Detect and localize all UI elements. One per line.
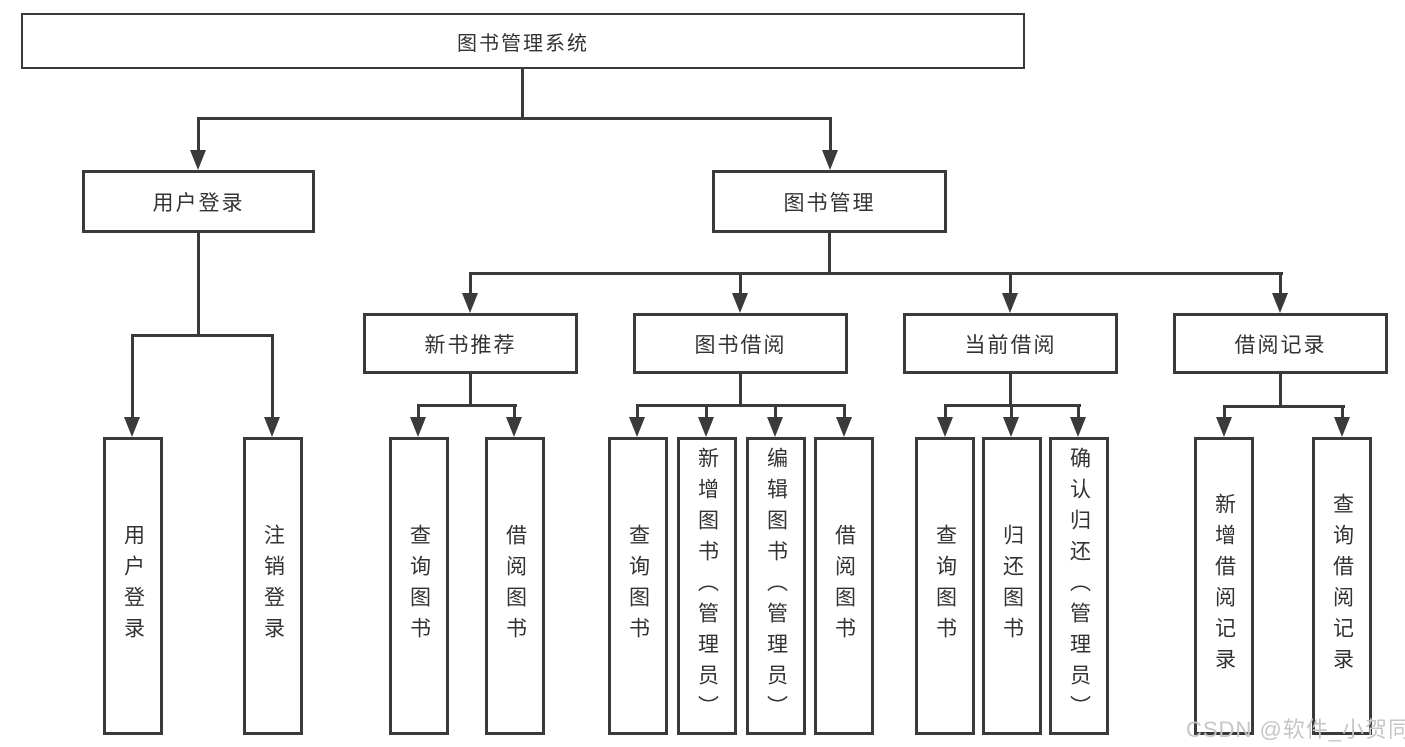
node-label: 图书管理系统 bbox=[457, 32, 589, 55]
connector-line bbox=[1009, 272, 1012, 296]
connector-line bbox=[636, 404, 846, 407]
connector-line bbox=[1279, 272, 1282, 296]
csdn-watermark: CSDN @软件_小贺同学 bbox=[1186, 717, 1405, 742]
node-label: 查询图书 bbox=[407, 524, 431, 648]
connector-line bbox=[739, 272, 742, 296]
node-borrow-records: 借阅记录 bbox=[1173, 313, 1388, 374]
connector-line bbox=[1341, 405, 1344, 420]
arrow-down-icon bbox=[1272, 293, 1288, 313]
connector-line bbox=[197, 233, 200, 336]
leaf-nbr-borrow-books: 借阅图书 bbox=[485, 437, 545, 735]
arrow-down-icon bbox=[836, 417, 852, 437]
node-label: 新增图书（管理员） bbox=[695, 446, 719, 726]
connector-line bbox=[197, 117, 200, 153]
leaf-cb-confirm-return-admin: 确认归还（管理员） bbox=[1049, 437, 1109, 735]
node-user-login: 用户登录 bbox=[82, 170, 315, 233]
node-label: 确认归还（管理员） bbox=[1067, 446, 1091, 726]
arrow-down-icon bbox=[767, 417, 783, 437]
node-label: 用户登录 bbox=[121, 524, 145, 648]
arrow-down-icon bbox=[1002, 293, 1018, 313]
leaf-br-query-record: 查询借阅记录 bbox=[1312, 437, 1372, 735]
leaf-br-add-record: 新增借阅记录 bbox=[1194, 437, 1254, 735]
leaf-bb-add-books-admin: 新增图书（管理员） bbox=[677, 437, 737, 735]
connector-line bbox=[469, 272, 1283, 275]
arrow-down-icon bbox=[1070, 417, 1086, 437]
node-label: 用户登录 bbox=[152, 191, 245, 215]
node-label: 注销登录 bbox=[261, 524, 285, 648]
connector-line bbox=[944, 404, 947, 420]
node-book-management: 图书管理 bbox=[712, 170, 947, 233]
connector-line bbox=[469, 272, 472, 296]
node-label: 新书推荐 bbox=[424, 333, 517, 357]
arrow-down-icon bbox=[410, 417, 426, 437]
node-label: 当前借阅 bbox=[964, 333, 1057, 357]
node-current-borrowing: 当前借阅 bbox=[903, 313, 1118, 374]
node-label: 新增借阅记录 bbox=[1212, 493, 1236, 679]
arrow-down-icon bbox=[190, 150, 206, 170]
connector-line bbox=[521, 69, 524, 119]
connector-line bbox=[843, 404, 846, 420]
connector-line bbox=[271, 334, 274, 420]
leaf-cb-return-books: 归还图书 bbox=[982, 437, 1042, 735]
connector-line bbox=[636, 404, 639, 420]
node-label: 借阅图书 bbox=[503, 524, 527, 648]
node-new-book-recommend: 新书推荐 bbox=[363, 313, 578, 374]
leaf-bb-borrow-books: 借阅图书 bbox=[814, 437, 874, 735]
leaf-user-login: 用户登录 bbox=[103, 437, 163, 735]
connector-line bbox=[1077, 404, 1080, 420]
arrow-down-icon bbox=[264, 417, 280, 437]
arrow-down-icon bbox=[629, 417, 645, 437]
arrow-down-icon bbox=[506, 417, 522, 437]
connector-line bbox=[513, 404, 516, 420]
node-label: 图书管理 bbox=[783, 191, 876, 215]
connector-line bbox=[197, 117, 832, 120]
connector-line bbox=[705, 404, 708, 420]
connector-line bbox=[829, 117, 832, 153]
arrow-down-icon bbox=[1216, 417, 1232, 437]
arrow-down-icon bbox=[462, 293, 478, 313]
arrow-down-icon bbox=[698, 417, 714, 437]
node-label: 查询借阅记录 bbox=[1330, 493, 1354, 679]
node-book-borrowing: 图书借阅 bbox=[633, 313, 848, 374]
node-label: 图书借阅 bbox=[694, 333, 787, 357]
leaf-cb-query-books: 查询图书 bbox=[915, 437, 975, 735]
connector-line bbox=[774, 404, 777, 420]
arrow-down-icon bbox=[822, 150, 838, 170]
leaf-bb-edit-books-admin: 编辑图书（管理员） bbox=[746, 437, 806, 735]
connector-line bbox=[131, 334, 274, 337]
connector-line bbox=[1223, 405, 1345, 408]
connector-line bbox=[417, 404, 517, 407]
connector-line bbox=[469, 374, 472, 407]
connector-line bbox=[1009, 374, 1012, 407]
node-label: 借阅图书 bbox=[832, 524, 856, 648]
arrow-down-icon bbox=[937, 417, 953, 437]
connector-line bbox=[828, 233, 831, 274]
node-label: 借阅记录 bbox=[1234, 333, 1327, 357]
node-label: 编辑图书（管理员） bbox=[764, 446, 788, 726]
node-library-system: 图书管理系统 bbox=[21, 13, 1025, 69]
arrow-down-icon bbox=[732, 293, 748, 313]
arrow-down-icon bbox=[1334, 417, 1350, 437]
arrow-down-icon bbox=[124, 417, 140, 437]
connector-line bbox=[417, 404, 420, 420]
leaf-logout: 注销登录 bbox=[243, 437, 303, 735]
connector-line bbox=[1223, 405, 1226, 420]
connector-line bbox=[131, 334, 134, 420]
connector-line bbox=[1010, 404, 1013, 420]
leaf-nbr-query-books: 查询图书 bbox=[389, 437, 449, 735]
connector-line bbox=[739, 374, 742, 407]
arrow-down-icon bbox=[1003, 417, 1019, 437]
connector-line bbox=[1279, 374, 1282, 408]
node-label: 查询图书 bbox=[933, 524, 957, 648]
node-label: 归还图书 bbox=[1000, 524, 1024, 648]
node-label: 查询图书 bbox=[626, 524, 650, 648]
leaf-bb-query-books: 查询图书 bbox=[608, 437, 668, 735]
